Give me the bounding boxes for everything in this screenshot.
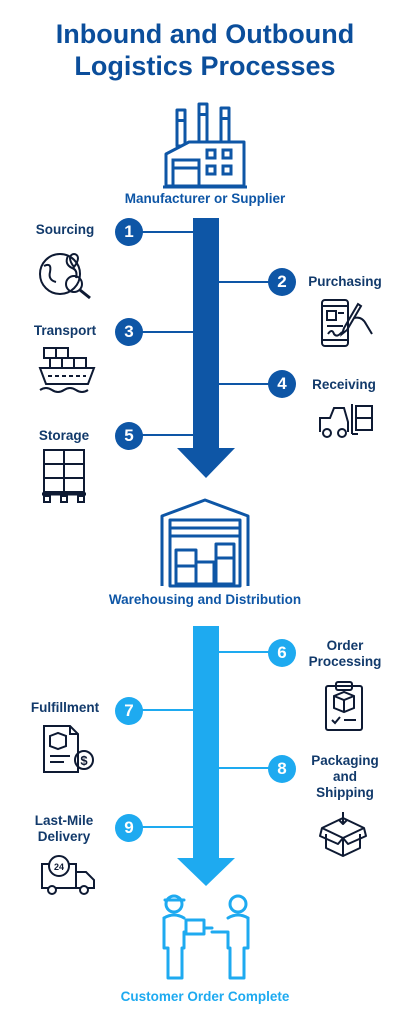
step-8-label-line-1: Packaging — [311, 753, 379, 768]
package-box-icon — [319, 812, 367, 857]
forklift-icon — [319, 404, 373, 438]
delivery-truck-24-icon: 24 — [41, 855, 95, 895]
step-7-number: 7 — [115, 697, 143, 725]
step-2-number: 2 — [268, 268, 296, 296]
step-9-number: 9 — [115, 814, 143, 842]
pallet-boxes-icon — [42, 449, 86, 503]
step-9-label: Last-Mile Delivery — [24, 813, 104, 845]
cargo-ship-icon — [38, 347, 96, 393]
title-line-1: Inbound and Outbound — [55, 19, 355, 49]
step-3-number: 3 — [115, 318, 143, 346]
step-9-label-line-1: Last-Mile — [34, 813, 94, 828]
globe-search-icon — [39, 253, 91, 300]
tablet-signature-icon — [321, 299, 373, 347]
hub-warehouse: Warehousing and Distribution — [108, 592, 302, 607]
warehouse-icon — [160, 498, 250, 588]
step-1-number: 1 — [115, 218, 143, 246]
step-1-label: Sourcing — [35, 222, 95, 237]
step-5-number: 5 — [115, 422, 143, 450]
step-8-label-line-3: Shipping — [316, 785, 374, 800]
step-6-number: 6 — [268, 639, 296, 667]
inbound-arrow-shaft — [193, 218, 219, 448]
step-8-label-line-2: and — [332, 769, 357, 784]
invoice-dollar-icon: $ — [43, 725, 94, 773]
step-9-label-line-2: Delivery — [37, 829, 91, 844]
step-8-number: 8 — [268, 755, 296, 783]
step-2-label: Purchasing — [308, 274, 382, 289]
page-title: Inbound and Outbound Logistics Processes — [0, 18, 410, 82]
title-line-2: Logistics Processes — [74, 51, 336, 81]
inbound-arrow-head — [177, 448, 235, 478]
outbound-arrow-head — [177, 858, 235, 886]
svg-text:$: $ — [80, 753, 88, 768]
svg-text:24: 24 — [54, 862, 64, 872]
clipboard-order-icon — [325, 681, 363, 731]
step-6-label-line-1: Order — [326, 638, 364, 653]
step-7-label: Fulfillment — [30, 700, 100, 715]
factory-icon — [163, 102, 247, 189]
hub-manufacturer: Manufacturer or Supplier — [124, 191, 286, 206]
customer-handoff-icon — [162, 894, 250, 980]
step-4-label: Receiving — [312, 377, 376, 392]
step-3-label: Transport — [33, 323, 97, 338]
step-6-label-line-2: Processing — [308, 654, 382, 669]
step-4-number: 4 — [268, 370, 296, 398]
step-8-label: Packaging and Shipping — [302, 753, 388, 801]
step-5-label: Storage — [38, 428, 90, 443]
outbound-arrow-shaft — [193, 626, 219, 858]
hub-customer: Customer Order Complete — [120, 989, 290, 1004]
step-6-label: Order Processing — [300, 638, 390, 670]
